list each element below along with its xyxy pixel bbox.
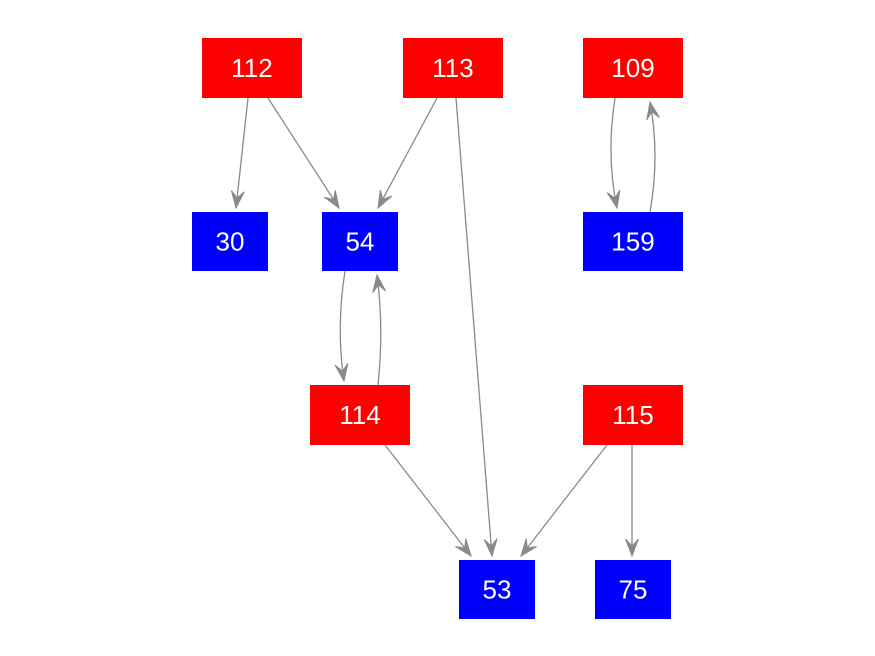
edge-113-to-53 bbox=[455, 97, 498, 558]
node-114: 114 bbox=[310, 385, 410, 445]
node-159: 159 bbox=[583, 212, 683, 271]
edge-115-to-75 bbox=[625, 445, 639, 558]
arrowhead-icon bbox=[455, 538, 472, 558]
arrowhead-icon bbox=[483, 538, 498, 558]
edge-line bbox=[235, 97, 249, 209]
edge-line bbox=[455, 97, 493, 557]
node-53: 53 bbox=[459, 560, 535, 619]
node-label: 75 bbox=[619, 575, 648, 605]
node-label: 114 bbox=[339, 400, 380, 430]
node-label: 30 bbox=[216, 227, 245, 257]
node-30: 30 bbox=[192, 212, 268, 271]
arrowhead-icon bbox=[377, 189, 393, 210]
arrowhead-icon bbox=[606, 189, 621, 210]
node-label: 109 bbox=[611, 53, 654, 83]
edge-line bbox=[520, 444, 608, 557]
arrowhead-icon bbox=[372, 273, 387, 293]
arrowhead-icon bbox=[625, 538, 639, 558]
edge-line bbox=[384, 444, 472, 557]
edge-114-to-54 bbox=[372, 273, 387, 386]
edge-113-to-54 bbox=[377, 97, 438, 210]
node-label: 113 bbox=[432, 53, 473, 83]
node-label: 54 bbox=[346, 227, 375, 257]
node-box bbox=[322, 212, 398, 271]
node-109: 109 bbox=[583, 38, 683, 98]
edge-114-to-53 bbox=[384, 444, 472, 558]
arrowhead-icon bbox=[646, 100, 660, 121]
edge-109-to-159 bbox=[606, 97, 621, 210]
node-box bbox=[583, 38, 683, 98]
node-box bbox=[583, 385, 683, 445]
node-label: 159 bbox=[611, 227, 654, 257]
edge-line bbox=[267, 97, 340, 209]
edge-54-to-114 bbox=[334, 270, 349, 383]
node-box bbox=[583, 212, 683, 271]
edge-line bbox=[339, 270, 346, 382]
arrowhead-icon bbox=[324, 190, 340, 210]
edge-115-to-53 bbox=[520, 444, 608, 558]
edge-line bbox=[610, 97, 618, 209]
arrowhead-icon bbox=[520, 538, 537, 558]
edges-layer bbox=[230, 97, 660, 558]
edge-line bbox=[377, 97, 438, 209]
edge-line bbox=[376, 274, 382, 386]
node-label: 53 bbox=[483, 575, 512, 605]
node-box bbox=[459, 560, 535, 619]
node-box bbox=[310, 385, 410, 445]
node-113: 113 bbox=[403, 38, 503, 98]
arrowhead-icon bbox=[334, 362, 349, 383]
node-box bbox=[403, 38, 503, 98]
edge-112-to-30 bbox=[230, 97, 249, 210]
node-label: 115 bbox=[612, 400, 653, 430]
node-54: 54 bbox=[322, 212, 398, 271]
node-box bbox=[202, 38, 302, 98]
edge-line bbox=[649, 101, 656, 213]
edge-112-to-54 bbox=[267, 97, 340, 210]
node-115: 115 bbox=[583, 385, 683, 445]
node-label: 112 bbox=[231, 53, 272, 83]
node-box bbox=[192, 212, 268, 271]
arrowhead-icon bbox=[230, 190, 245, 210]
node-box bbox=[595, 560, 671, 619]
edge-159-to-109 bbox=[646, 100, 660, 213]
node-112: 112 bbox=[202, 38, 302, 98]
node-75: 75 bbox=[595, 560, 671, 619]
nodes-layer: 112 113 109 30 54 159 114 115 53 75 bbox=[192, 38, 683, 619]
